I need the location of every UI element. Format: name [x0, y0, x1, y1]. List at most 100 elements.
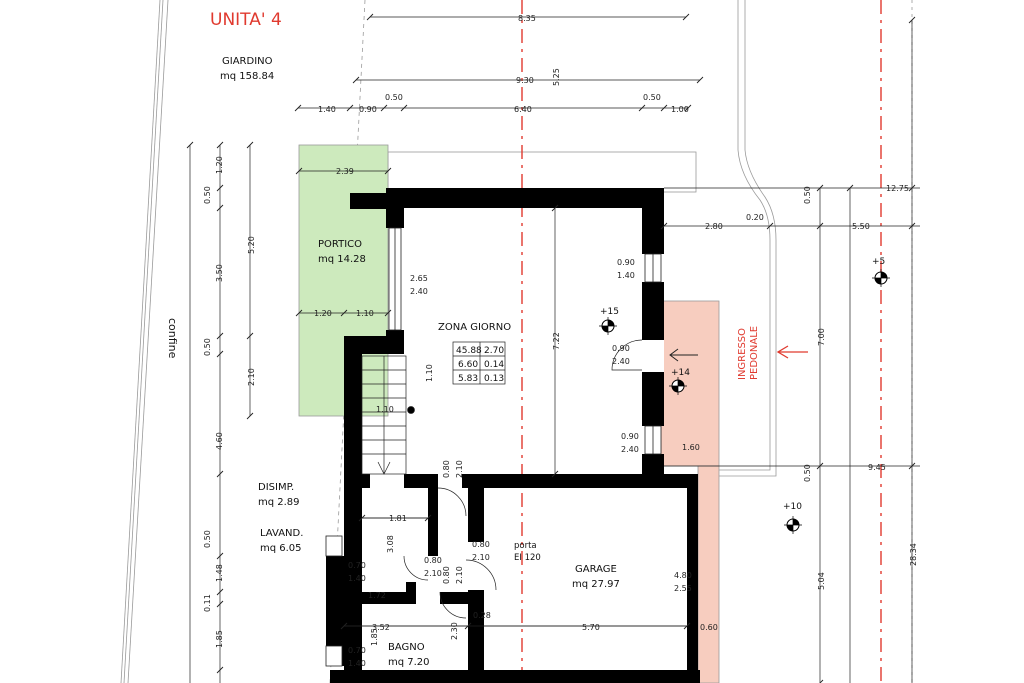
dim-text: 1.00: [671, 105, 689, 114]
dim-text: 0.70: [348, 561, 366, 570]
level-value: +15: [600, 307, 619, 317]
dim-text: 0.90: [621, 432, 639, 441]
dim-text: 1.60: [682, 443, 700, 452]
zona-table-cell: 2.70: [484, 346, 504, 356]
disimp-area: mq 2.89: [258, 497, 300, 508]
dim-text: 0.90: [359, 105, 377, 114]
dim-text: 1.10: [356, 309, 374, 318]
dim-text: 5.25: [552, 68, 561, 86]
dim-text: 0.90: [617, 258, 635, 267]
dim-text: 1.72: [368, 591, 386, 600]
level-marker-5: +5: [871, 257, 891, 288]
dim-text: 1.20: [314, 309, 332, 318]
entry-arrow-inner: [669, 348, 698, 362]
dim-text: 1.40: [348, 574, 366, 583]
dim-text: 2.10: [247, 368, 256, 386]
dim-text: 2.40: [410, 287, 428, 296]
zona-table-cell: 45.88: [456, 346, 482, 356]
dim-text: 3.50: [215, 264, 224, 282]
bagno-label: BAGNO: [388, 642, 425, 653]
dim-text: 2.39: [336, 167, 354, 176]
dim-text: 1.20: [215, 156, 224, 174]
dim-text: 0.28: [473, 611, 491, 620]
porta-ei-label: EI 120: [514, 553, 541, 563]
dim-text: 0.50: [203, 186, 212, 204]
dimension-ticks: [186, 13, 916, 683]
dim-text: 1.85: [215, 630, 224, 648]
level-value: +5: [872, 257, 885, 267]
dim-text: 0.90: [612, 344, 630, 353]
dim-text: 8.35: [518, 14, 536, 23]
lavand-area: mq 6.05: [260, 543, 302, 554]
dim-text: 2.10: [455, 566, 464, 584]
garage-area: mq 27.97: [572, 579, 620, 590]
stairs: [361, 355, 415, 475]
confine-label: confine: [166, 318, 179, 359]
dim-text: 2.30: [450, 622, 459, 640]
dim-text: 5.70: [582, 623, 600, 632]
windows: [325, 227, 662, 667]
entry-arrow: [776, 345, 808, 359]
zona-table-cell: 6.60: [458, 360, 478, 370]
dimension-lines: [189, 16, 920, 683]
dim-text: 3.52: [372, 623, 390, 632]
lavand-label: LAVAND.: [260, 528, 303, 539]
dim-text: 5.50: [852, 222, 870, 231]
bagno-area: mq 7.20: [388, 657, 430, 668]
dim-text: 0.50: [203, 530, 212, 548]
portico-area: [298, 144, 389, 417]
dim-text: 1.40: [318, 105, 336, 114]
dim-text: 0.80: [424, 556, 442, 565]
dim-text: 0.80: [442, 566, 451, 584]
garage-label: GARAGE: [575, 564, 617, 575]
dim-text: 9.30: [516, 76, 534, 85]
dim-text: 28.34: [909, 543, 918, 566]
dimension-texts: 8.35 9.30 1.40 0.90 0.50 6.40 0.50 1.00 …: [314, 14, 909, 668]
dim-text: 0.11: [203, 594, 212, 612]
giardino-area: mq 158.84: [220, 71, 274, 82]
portico-area-label: mq 14.28: [318, 254, 366, 265]
dim-text: 5.20: [247, 236, 256, 254]
dim-text: 0.50: [203, 338, 212, 356]
dim-text: 2.10: [472, 553, 490, 562]
dim-text: 2.55: [674, 584, 692, 593]
walls: [326, 188, 700, 683]
dim-text: 1.85: [370, 628, 379, 646]
dim-text: 2.65: [410, 274, 428, 283]
dim-text: 1.10: [376, 405, 394, 414]
dim-text: 2.40: [612, 357, 630, 366]
dim-text: 0.80: [442, 460, 451, 478]
disimp-label: DISIMP.: [258, 482, 294, 493]
zona-table-cell: 5.83: [458, 374, 478, 384]
entrance-door: [611, 339, 664, 372]
porta-label: porta: [514, 541, 537, 551]
level-value: +10: [783, 502, 802, 512]
ingresso-label-2: PEDONALE: [749, 326, 760, 380]
dim-text: 7.22: [552, 332, 561, 350]
dim-text: 2.10: [455, 460, 464, 478]
dim-text: 1.10: [425, 364, 434, 382]
dim-text: 6.40: [514, 105, 532, 114]
dim-text: 0.80: [472, 540, 490, 549]
dim-text: 4.80: [674, 571, 692, 580]
level-value: +14: [671, 368, 690, 378]
zona-table-cell: 0.14: [484, 360, 504, 370]
ingresso-area: [660, 300, 720, 467]
dim-text: 0.50: [803, 186, 812, 204]
dim-text: 0.50: [643, 93, 661, 102]
dim-text: 0.60: [700, 623, 718, 632]
unit-title: UNITA' 4: [210, 10, 282, 30]
dim-text: 2.80: [705, 222, 723, 231]
boundary-lines: [120, 0, 913, 683]
level-marker-15: +15: [598, 307, 619, 336]
dim-text: 1.81: [389, 514, 407, 523]
zona-giorno-table: 45.88 2.70 6.60 0.14 5.83 0.13: [452, 341, 506, 385]
dim-text: 1.40: [617, 271, 635, 280]
portico-label: PORTICO: [318, 239, 362, 250]
dim-text: 5.04: [817, 572, 826, 590]
dimension-texts-vertical: 5.25 7.22 1.10 7.00 0.50 0.50 5.04 28.34…: [203, 68, 918, 648]
dim-text: 2.40: [621, 445, 639, 454]
zona-table-cell: 0.13: [484, 374, 504, 384]
dim-text: 3.08: [386, 535, 395, 553]
